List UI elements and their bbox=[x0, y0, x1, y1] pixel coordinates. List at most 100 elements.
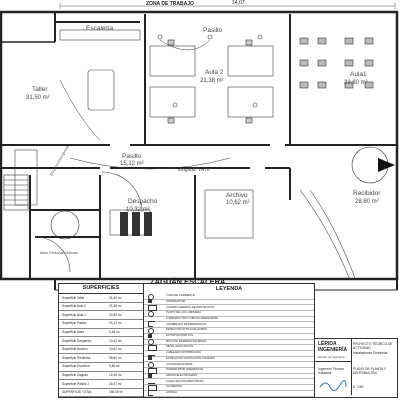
legend-item: SEÑAL EVACUACIÓN bbox=[144, 344, 314, 352]
superficies-row-value: 9,80 m² bbox=[109, 364, 120, 369]
legend-item: DETECTOR ÓPTICO DE HUMOS bbox=[144, 327, 314, 334]
entrance-arrow bbox=[378, 158, 395, 172]
superficies-row-name: Superficie Pasillo 2 bbox=[62, 381, 90, 386]
legend-title: LEYENDA bbox=[215, 286, 243, 292]
wiring bbox=[59, 39, 231, 170]
legend-item: TOMA DE CORRIENTE bbox=[144, 293, 314, 300]
room-pasillo2-area: 15,12 m² bbox=[120, 161, 144, 167]
superficies-row-name: Superficie Recibidor bbox=[62, 355, 91, 360]
superficies-row-name: Superficie Archivo bbox=[62, 347, 88, 352]
superficies-row: Superficie Zaguán 12,40 m² bbox=[59, 370, 143, 381]
legend-item: INTERRUPTOR bbox=[144, 299, 314, 306]
legend-item-label: GRUPO ELECTRÓGENO bbox=[166, 373, 198, 377]
room-aula2-name: Aula 2 bbox=[205, 69, 224, 76]
room-aula1-area: 22,80 m² bbox=[344, 80, 368, 86]
room-taller-area: 31,50 m² bbox=[26, 95, 50, 101]
superficies-row-name: Superficie Zaguán bbox=[62, 372, 88, 377]
legend-item-label: DETECTOR ÓPTICO DE HUMOS bbox=[166, 328, 208, 332]
superficies-row: Superficie Archivo 10,62 m² bbox=[59, 345, 143, 355]
room-archivo-name: Archivo bbox=[226, 192, 248, 199]
room-taller-name: Taller bbox=[32, 86, 48, 93]
legend-item: INTERRUPTOR DIFERENCIAL bbox=[144, 367, 314, 374]
legend-symbol-icon bbox=[148, 367, 157, 374]
superficies-row-value: 28,60 m² bbox=[109, 355, 122, 360]
superficies-row: Superficie Aula 2 21,38 m² bbox=[59, 302, 143, 312]
legend-item: LUMINARIA TIPO TUBO FLUORESCENTE bbox=[144, 316, 314, 323]
client-name: Instalaciones Eléctricas bbox=[353, 351, 388, 355]
legend-item-label: ACOMETIDA bbox=[166, 385, 182, 389]
superficies-row-name: Superficie Aseo bbox=[62, 329, 85, 334]
legend-symbol-icon bbox=[148, 305, 157, 312]
superficies-row-name: Superficie Pasillo bbox=[62, 321, 87, 326]
room-recibidor-name: Recibidor bbox=[353, 190, 381, 197]
superficies-row: Superficie Pasillo 2 18,47 m² bbox=[59, 379, 143, 389]
superficies-row: Superficie Pasillo 15,12 m² bbox=[59, 319, 143, 329]
legend-item-label: INTERRUPTOR bbox=[166, 299, 186, 303]
appliances bbox=[120, 212, 152, 236]
legend-item: PULSADOR ALARMA bbox=[144, 361, 314, 369]
author-label: Ingeniero Técnico Industrial bbox=[318, 367, 345, 375]
zaguan-title: ZAGUÁN ESCALERA bbox=[150, 277, 226, 286]
legend-symbol-icon bbox=[148, 351, 155, 356]
superficies-row-value: 10,62 m² bbox=[109, 347, 122, 352]
superficies-row-name: Superficie Aula 1 bbox=[62, 312, 86, 317]
legend-item: PUNTO DE LUZ LUMINARIA bbox=[144, 310, 314, 317]
room-escaleria-name: Escalería bbox=[86, 25, 114, 32]
legend-item: CANALIZACIÓN EMPOTRADA bbox=[144, 379, 314, 386]
legend-item-label: CABLEADO DISTRIBUCIÓN bbox=[166, 351, 201, 355]
legend-item: EXTRACTOR VENTILACIÓN FORZADA bbox=[144, 356, 314, 363]
superficies-row-value: 15,12 m² bbox=[109, 321, 122, 326]
aula1-chairs bbox=[299, 37, 374, 89]
superficies-row-name: Superficie Taller bbox=[62, 295, 85, 300]
legend-symbol-icon bbox=[148, 373, 152, 378]
legend-item-label: PUNTO DE LUZ LUMINARIA bbox=[166, 311, 202, 315]
room-recibidor-area: 28,60 m² bbox=[355, 199, 379, 205]
room-aula1-name: Aula1 bbox=[350, 71, 367, 78]
top-dimension bbox=[59, 3, 396, 9]
legend-symbol-icon bbox=[148, 293, 154, 300]
legend-item-label: LUMINARIA TIPO TUBO FLUORESCENTE bbox=[166, 316, 219, 320]
legend-item-label: EXTRACTOR VENTILACIÓN FORZADA bbox=[166, 356, 215, 360]
superficies-row-value: 12,40 m² bbox=[109, 372, 122, 377]
superficies-title: SUPERFICIES bbox=[59, 284, 143, 294]
project-title: PROYECTO TÉCNICO DE ACTIVIDAD bbox=[353, 342, 393, 350]
dimension-top: 14,07 bbox=[232, 0, 245, 6]
legend-item-label: BOCA DE INCENDIO EQUIPADA bbox=[166, 339, 207, 343]
room-despacho-area: 10,32 m² bbox=[126, 207, 150, 213]
legend-item: CUADRO GENERAL DE PROTECCIÓN bbox=[144, 304, 314, 312]
logo-box: LÉRIDA INGENIERÍA Estudio de Ingeniería bbox=[315, 339, 352, 362]
room-pasillo-name: Pasillo bbox=[203, 27, 223, 34]
longitud-label: longitud: 14 m bbox=[178, 167, 210, 173]
legend-item: ANTENA bbox=[144, 390, 314, 397]
superficies-row-name: Superficie Aula 2 bbox=[62, 304, 86, 309]
furniture bbox=[14, 29, 356, 281]
legend-item-label: ALUMBRADO DE EMERGENCIA bbox=[166, 322, 207, 326]
dimension-header: ZONA DE TRABAJO bbox=[146, 1, 194, 7]
legend-symbol-icon bbox=[148, 310, 154, 317]
legend-item-label: TOMA DE CORRIENTE bbox=[166, 294, 195, 298]
legend-symbol-icon bbox=[148, 333, 152, 338]
title-block: LÉRIDA INGENIERÍA Estudio de Ingeniería … bbox=[314, 338, 398, 398]
superficies-row-value: 21,38 m² bbox=[109, 304, 122, 309]
legend-symbol-icon bbox=[148, 390, 153, 396]
legend-symbol-icon bbox=[148, 379, 155, 385]
stair bbox=[3, 174, 29, 211]
legend-symbol-icon bbox=[148, 356, 152, 361]
superficies-row-name: SUPERFICIE TOTAL bbox=[62, 390, 92, 395]
legend-item: ALUMBRADO DE EMERGENCIA bbox=[144, 322, 314, 329]
plan-name: PLANO DE PLANTA Y DISTRIBUCIÓN bbox=[353, 367, 386, 375]
room-aseo-name: Aseo Personal Señoras bbox=[40, 251, 78, 255]
legend-item: GRUPO ELECTRÓGENO bbox=[144, 373, 314, 380]
legend-symbol-icon bbox=[148, 384, 157, 391]
signature-mark bbox=[319, 380, 347, 391]
aula2-chairs bbox=[167, 39, 253, 124]
legend-symbol-icon bbox=[148, 322, 153, 328]
legend-item: CABLEADO DISTRIBUCIÓN bbox=[144, 350, 314, 357]
superficies-row: Superficie Recibidor 28,60 m² bbox=[59, 353, 143, 363]
superficies-row-value: 18,47 m² bbox=[109, 381, 122, 386]
plan-scale: E: 1/50 bbox=[353, 385, 364, 389]
